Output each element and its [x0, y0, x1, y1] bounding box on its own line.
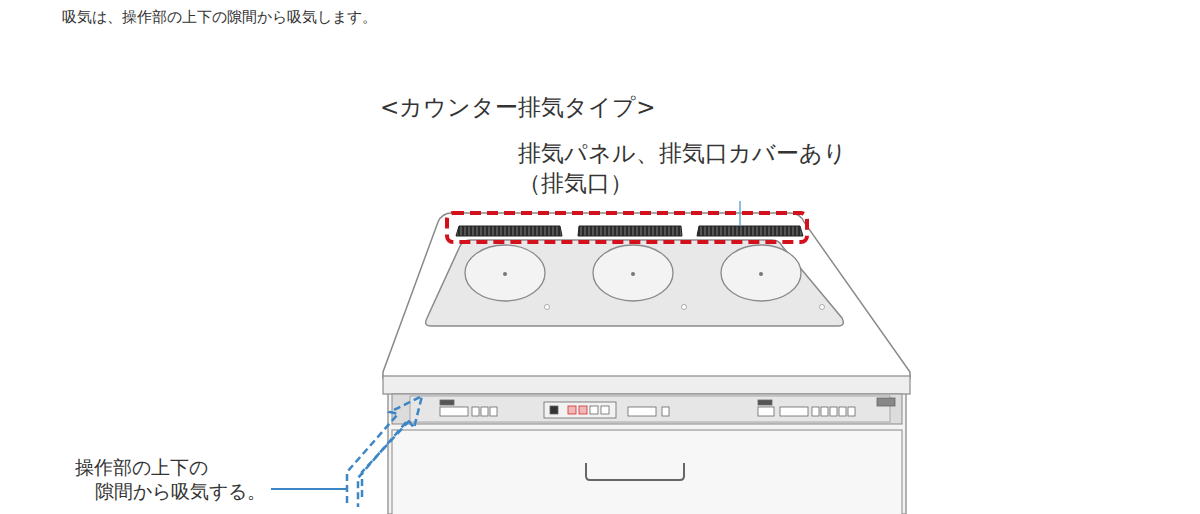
control-panel-face	[410, 396, 890, 422]
intake-arrow	[347, 396, 422, 507]
countertop	[383, 213, 910, 378]
leader-line	[739, 201, 741, 226]
callout-label: 排気パネル、排気口カバーあり	[518, 140, 847, 168]
note-text: 吸気は、操作部の上下の隙間から吸気します。	[62, 8, 377, 26]
burners	[465, 245, 801, 301]
drawer-handle	[586, 463, 684, 480]
callout-label: 操作部の上下の	[75, 456, 208, 479]
glass-top	[426, 240, 844, 326]
control-panel	[392, 394, 902, 424]
drawer-front	[392, 430, 902, 514]
leader-line	[271, 488, 346, 490]
countertop-edge	[383, 376, 910, 394]
section-heading: <カウンター排気タイプ>	[380, 94, 656, 122]
callout-label: 隙間から吸気する。	[95, 480, 266, 503]
exhaust-vents	[456, 226, 803, 236]
control-buttons	[440, 398, 895, 418]
callout-label: （排気口）	[518, 170, 633, 198]
highlight-box	[447, 213, 807, 242]
indicator-dots	[545, 305, 825, 310]
burner-dots	[503, 272, 763, 276]
